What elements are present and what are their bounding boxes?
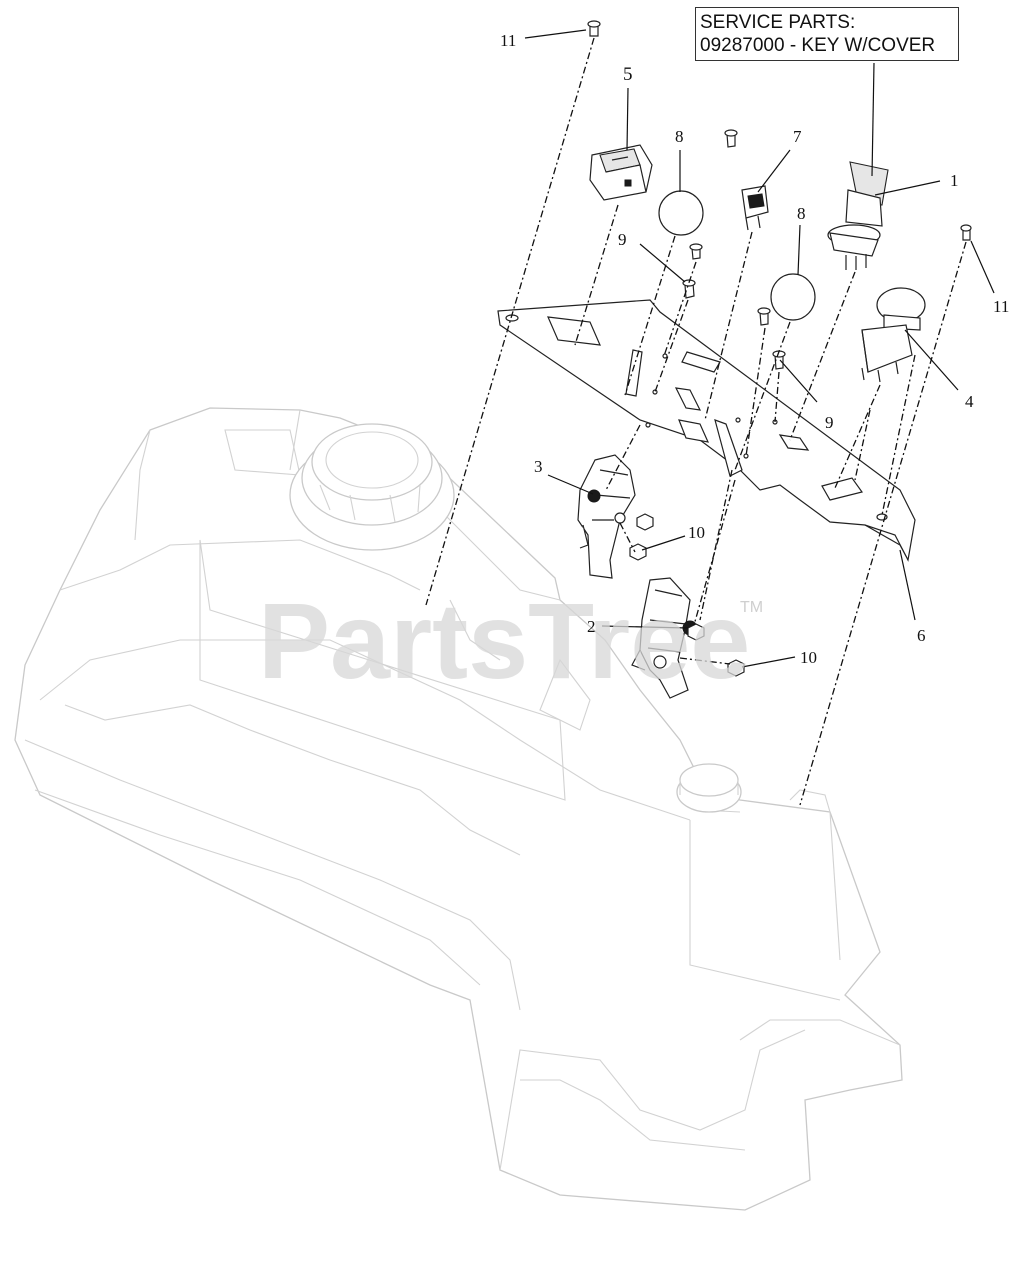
part-9-bolts (682, 129, 786, 370)
callout-10b: 10 (800, 648, 817, 667)
assembly-lines (425, 37, 967, 806)
part-4-pto-switch (861, 287, 926, 383)
callout-5: 5 (623, 64, 633, 85)
callout-3: 3 (534, 457, 543, 476)
callout-2: 2 (587, 617, 596, 636)
callout-6: 6 (917, 626, 926, 645)
callout-9a: 9 (618, 230, 627, 249)
watermark-tm: TM (740, 599, 763, 616)
callout-11a: 11 (500, 31, 516, 50)
fuel-tank (14, 407, 903, 1211)
callout-8a: 8 (675, 127, 684, 146)
vent-cap (676, 763, 742, 813)
callout-11b: 11 (993, 297, 1009, 316)
part-8-plug-b (770, 273, 816, 321)
callout-1: 1 (950, 171, 959, 190)
service-parts-box: SERVICE PARTS: 09287000 - KEY W/COVER (695, 7, 959, 61)
part-2-interlock (631, 577, 698, 699)
callout-10a: 10 (688, 523, 705, 542)
service-parts-line: 09287000 - KEY W/COVER (700, 35, 936, 56)
service-parts-title: SERVICE PARTS: (700, 12, 856, 33)
part-3-interlock (577, 454, 636, 579)
callouts: 1 2 3 4 5 6 7 8 8 9 9 10 10 11 11 (500, 31, 1009, 667)
part-10-nuts (629, 513, 745, 677)
part-7-switch (741, 185, 769, 231)
callout-8b: 8 (797, 204, 806, 223)
callout-9b: 9 (825, 413, 834, 432)
watermark-text: PartsTree (258, 580, 750, 701)
fuel-cap (289, 423, 455, 551)
mounting-plate (497, 299, 916, 562)
part-11-screws (587, 20, 972, 241)
part-5-switch (589, 144, 653, 201)
leader-lines (524, 29, 995, 668)
callout-7: 7 (793, 127, 802, 146)
callout-4: 4 (965, 392, 974, 411)
part-8-plug-a (658, 190, 704, 236)
part-1-key-switch (827, 161, 889, 270)
